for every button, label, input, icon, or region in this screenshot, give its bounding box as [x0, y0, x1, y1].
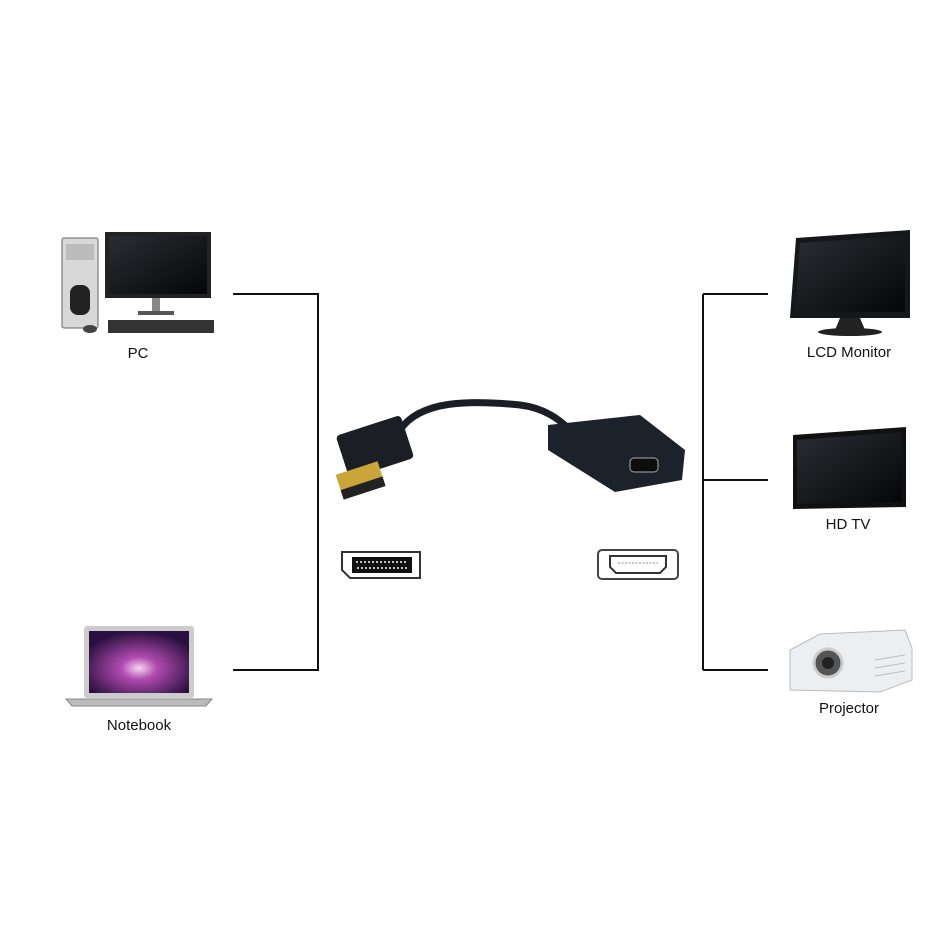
projector-icon: [789, 629, 913, 693]
right-connector-lines: [702, 293, 768, 671]
notebook-label: Notebook: [106, 717, 172, 734]
projector-label: Projector: [818, 700, 880, 717]
hdtv-label: HD TV: [825, 516, 871, 533]
left-connector-lines: [233, 293, 319, 671]
hdtv-icon: [793, 427, 906, 509]
desktop-pc-icon: [61, 232, 214, 333]
lcd-monitor-label: LCD Monitor: [806, 344, 892, 361]
laptop-icon: [64, 626, 214, 707]
displayport-icon: [341, 551, 421, 579]
pc-label: PC: [127, 345, 149, 362]
dp-to-hdmi-adapter-image: [335, 399, 685, 500]
lcd-monitor-icon: [790, 230, 910, 336]
hdmi-port-icon: [597, 549, 679, 580]
